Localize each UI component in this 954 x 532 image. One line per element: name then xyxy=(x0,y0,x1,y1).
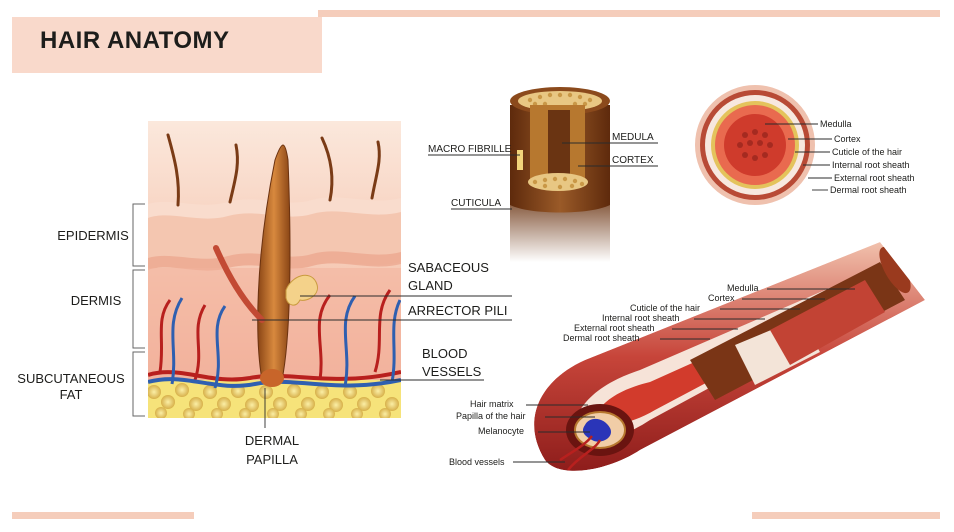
cs-label-cuticle: Cuticle of the hair xyxy=(832,147,902,157)
cs-label-cortex: Cortex xyxy=(834,134,861,144)
fl-label-cuticle: Cuticle of the hair xyxy=(630,303,700,313)
surface-hairs xyxy=(166,133,381,207)
follicle-band-red xyxy=(770,280,885,365)
fl-label-melanocyte: Melanocyte xyxy=(478,426,524,436)
fl-label-external-root-sheath: External root sheath xyxy=(574,323,655,333)
label-dermal: DERMAL xyxy=(245,433,299,448)
bottom-accent-bar-right xyxy=(752,512,940,519)
label-sabaceous: SABACEOUS xyxy=(408,260,489,275)
macro-fibrille xyxy=(517,150,523,170)
fl-label-medulla: Medulla xyxy=(727,283,759,293)
hair-bulb xyxy=(260,369,284,387)
cs-label-medulla: Medulla xyxy=(820,119,852,129)
hair-shaft-3d: MACRO FIBRILLE CUTICULA MEDULA CORTEX xyxy=(428,87,658,262)
shaft-bottom-dots xyxy=(532,176,585,190)
hair-cross-section: Medulla Cortex Cuticle of the hair Inter… xyxy=(695,85,915,205)
bottom-accent-bar-left xyxy=(12,512,194,519)
follicle-cut-end xyxy=(879,246,911,294)
label-subcutaneous: SUBCUTANEOUS xyxy=(17,371,125,386)
blood-vessel-red xyxy=(148,370,401,382)
label-epidermis: EPIDERMIS xyxy=(57,228,129,243)
label-dermis: DERMIS xyxy=(71,293,122,308)
title-box xyxy=(12,17,322,73)
bulb-blood-vessels xyxy=(559,435,602,471)
arrector-pili-muscle xyxy=(213,245,265,323)
capillary-red xyxy=(158,289,392,381)
skin-section: EPIDERMIS DERMIS SUBCUTANEOUS FAT SABACE… xyxy=(17,121,512,467)
layer-brackets xyxy=(132,203,145,417)
fl-label-dermal-root-sheath: Dermal root sheath xyxy=(563,333,640,343)
capillary-blue xyxy=(170,295,401,389)
hair-follicle xyxy=(257,144,291,381)
shaft-medula xyxy=(548,110,570,175)
label-fat: FAT xyxy=(60,387,83,402)
fl-label-hair-matrix: Hair matrix xyxy=(470,399,514,409)
fl-label-blood-vessels: Blood vessels xyxy=(449,457,505,467)
label-gland: GLAND xyxy=(408,278,453,293)
label-cortex: CORTEX xyxy=(612,155,654,166)
melanocyte xyxy=(582,418,611,442)
sebaceous-gland xyxy=(285,274,318,306)
top-accent-bar xyxy=(318,10,940,17)
label-vessels: VESSELS xyxy=(422,364,482,379)
cs-label-external-root-sheath: External root sheath xyxy=(834,173,915,183)
cross-section-leaders xyxy=(765,123,832,191)
blood-vessel-blue xyxy=(148,377,401,388)
fl-label-internal-root-sheath: Internal root sheath xyxy=(602,313,680,323)
label-papilla: PAPILLA xyxy=(246,452,298,467)
fl-label-papilla: Papilla of the hair xyxy=(456,411,526,421)
label-cuticula: CUTICULA xyxy=(451,198,501,209)
page-title: HAIR ANATOMY xyxy=(40,27,230,54)
cs-label-internal-root-sheath: Internal root sheath xyxy=(832,160,910,170)
label-arrector-pili: ARRECTOR PILI xyxy=(408,303,507,318)
label-medula: MEDULA xyxy=(612,132,654,143)
label-blood: BLOOD xyxy=(422,346,468,361)
medulla-cells xyxy=(737,129,773,161)
cs-label-dermal-root-sheath: Dermal root sheath xyxy=(830,185,907,195)
fl-label-cortex: Cortex xyxy=(708,293,735,303)
ring-cortex xyxy=(724,114,786,176)
label-macro-fibrille: MACRO FIBRILLE xyxy=(428,144,512,155)
hair-follicle-longitudinal: Medulla Cortex Cuticle of the hair Inter… xyxy=(449,242,925,471)
follicle-leaders xyxy=(513,288,855,463)
